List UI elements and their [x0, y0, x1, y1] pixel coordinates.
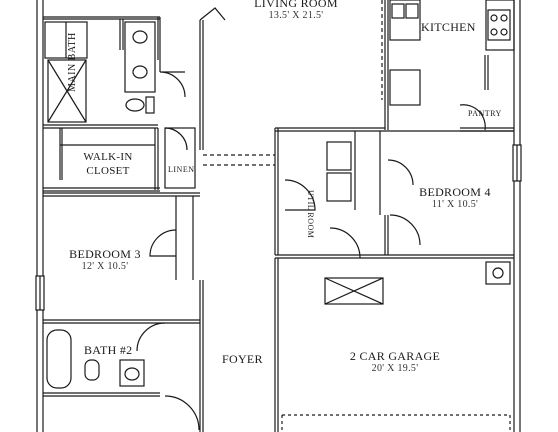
bath2-toilet: [84, 359, 100, 381]
garage-dim: 20' X 19.5': [371, 363, 419, 374]
linen-label: LINEN: [168, 165, 195, 174]
walk-in-closet-walls: [43, 128, 160, 192]
pantry-door: [459, 104, 486, 131]
foyer-label: FOYER: [222, 352, 263, 366]
bathtub: [46, 329, 72, 389]
sink-2: [132, 65, 148, 79]
util-room-label: UTIL ROOM: [306, 190, 315, 239]
bath-2-label: BATH #2: [84, 343, 133, 357]
bedroom-4-label: BEDROOM 4 11' X 10.5': [410, 186, 500, 210]
main-bath-label: MAIN BATH: [67, 32, 78, 92]
bed4-door-2: [389, 214, 421, 246]
bath2-vanity: [119, 359, 145, 387]
garage-walls: [274, 254, 514, 432]
water-heater: [485, 261, 511, 285]
toilet-tank: [145, 96, 155, 114]
garage-label: 2 CAR GARAGE 20' X 19.5': [340, 350, 450, 374]
washer: [326, 141, 352, 171]
pantry-label: PANTRY: [468, 109, 502, 118]
garage-door-swing: [329, 227, 361, 259]
kitchen-label: KITCHEN: [421, 20, 476, 34]
walk-in-closet-label: WALK-IN CLOSET: [68, 152, 148, 177]
main-bath-walls: [43, 16, 161, 129]
walk-in-closet-label-2: CLOSET: [86, 165, 130, 177]
living-room-label: LIVING ROOM 13.5' X 21.5': [241, 0, 351, 21]
living-room-walls: [199, 0, 389, 150]
kitchen-counters: [389, 0, 515, 106]
bedroom-4-walls: [384, 130, 514, 255]
toilet-bowl: [125, 98, 145, 112]
foyer-door: [164, 395, 200, 431]
bedroom-3-dim: 12' X 10.5': [81, 261, 129, 272]
attic-access: [324, 277, 384, 305]
util-door: [284, 179, 316, 211]
bath2-door: [136, 322, 166, 352]
bed4-door: [387, 159, 414, 186]
right-exterior-wall: [513, 0, 521, 432]
bedroom-3-walls: [43, 192, 200, 324]
vanity: [124, 21, 156, 93]
left-exterior-wall: [36, 0, 44, 432]
shower: [47, 59, 87, 123]
living-room-dim: 13.5' X 21.5': [268, 10, 324, 21]
bedroom-3-label: BEDROOM 3 12' X 10.5': [60, 248, 150, 272]
main-bath-door: [159, 71, 186, 98]
utility-room-walls: [274, 127, 385, 255]
linen-closet: [164, 127, 196, 189]
linen-door: [164, 127, 188, 151]
bedroom-4-dim: 11' X 10.5': [431, 199, 479, 210]
bed3-door: [149, 229, 177, 257]
dryer: [326, 172, 352, 202]
sink-1: [132, 30, 148, 44]
